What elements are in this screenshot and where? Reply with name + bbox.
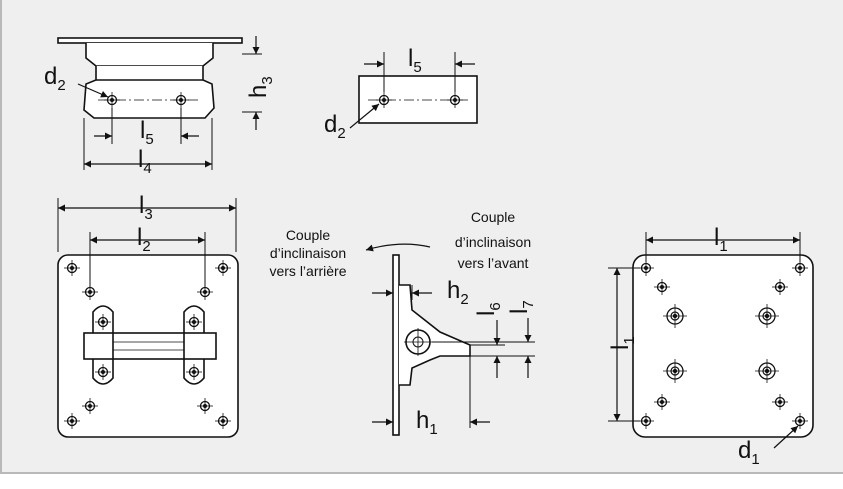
note-front-line3: vers l’avant bbox=[458, 255, 529, 271]
label-d1: d1 bbox=[738, 437, 760, 468]
hinge-side-profile bbox=[365, 243, 535, 436]
base-plate-top-view bbox=[57, 198, 239, 438]
note-rear-line2: d’inclinaison bbox=[270, 245, 346, 261]
label-h3: h3 bbox=[245, 76, 276, 98]
note-front-line2: d’inclinaison bbox=[455, 234, 531, 250]
label-l3: l3 bbox=[139, 192, 153, 223]
label-l7: l7 bbox=[506, 300, 537, 314]
label-h1: h1 bbox=[416, 407, 438, 438]
bottom-rule bbox=[0, 472, 843, 474]
note-front-line1: Couple bbox=[471, 209, 516, 225]
label-h2: h2 bbox=[447, 277, 469, 308]
label-l4: l4 bbox=[138, 146, 152, 177]
label-d2-side: d2 bbox=[324, 111, 346, 142]
label-l6: l6 bbox=[473, 302, 504, 316]
dimension-labels: d2 h3 l5 l4 l5 d2 l3 l2 h2 l6 l7 h1 l1 l… bbox=[44, 45, 760, 468]
side-plate-view bbox=[349, 52, 478, 129]
label-l5-front: l5 bbox=[140, 117, 154, 148]
label-l2: l2 bbox=[137, 224, 151, 255]
mounting-plate-view bbox=[608, 232, 814, 449]
torque-notes: Couple d’inclinaison vers l’arrière Coup… bbox=[269, 209, 531, 279]
note-rear-line3: vers l’arrière bbox=[269, 263, 346, 279]
label-d2-front: d2 bbox=[44, 63, 66, 94]
note-rear-line1: Couple bbox=[286, 227, 331, 243]
label-l5-side: l5 bbox=[408, 45, 422, 76]
label-l1-top: l1 bbox=[714, 224, 728, 255]
hinge-front-view bbox=[57, 36, 262, 170]
label-l1-side: l1 bbox=[607, 336, 638, 350]
